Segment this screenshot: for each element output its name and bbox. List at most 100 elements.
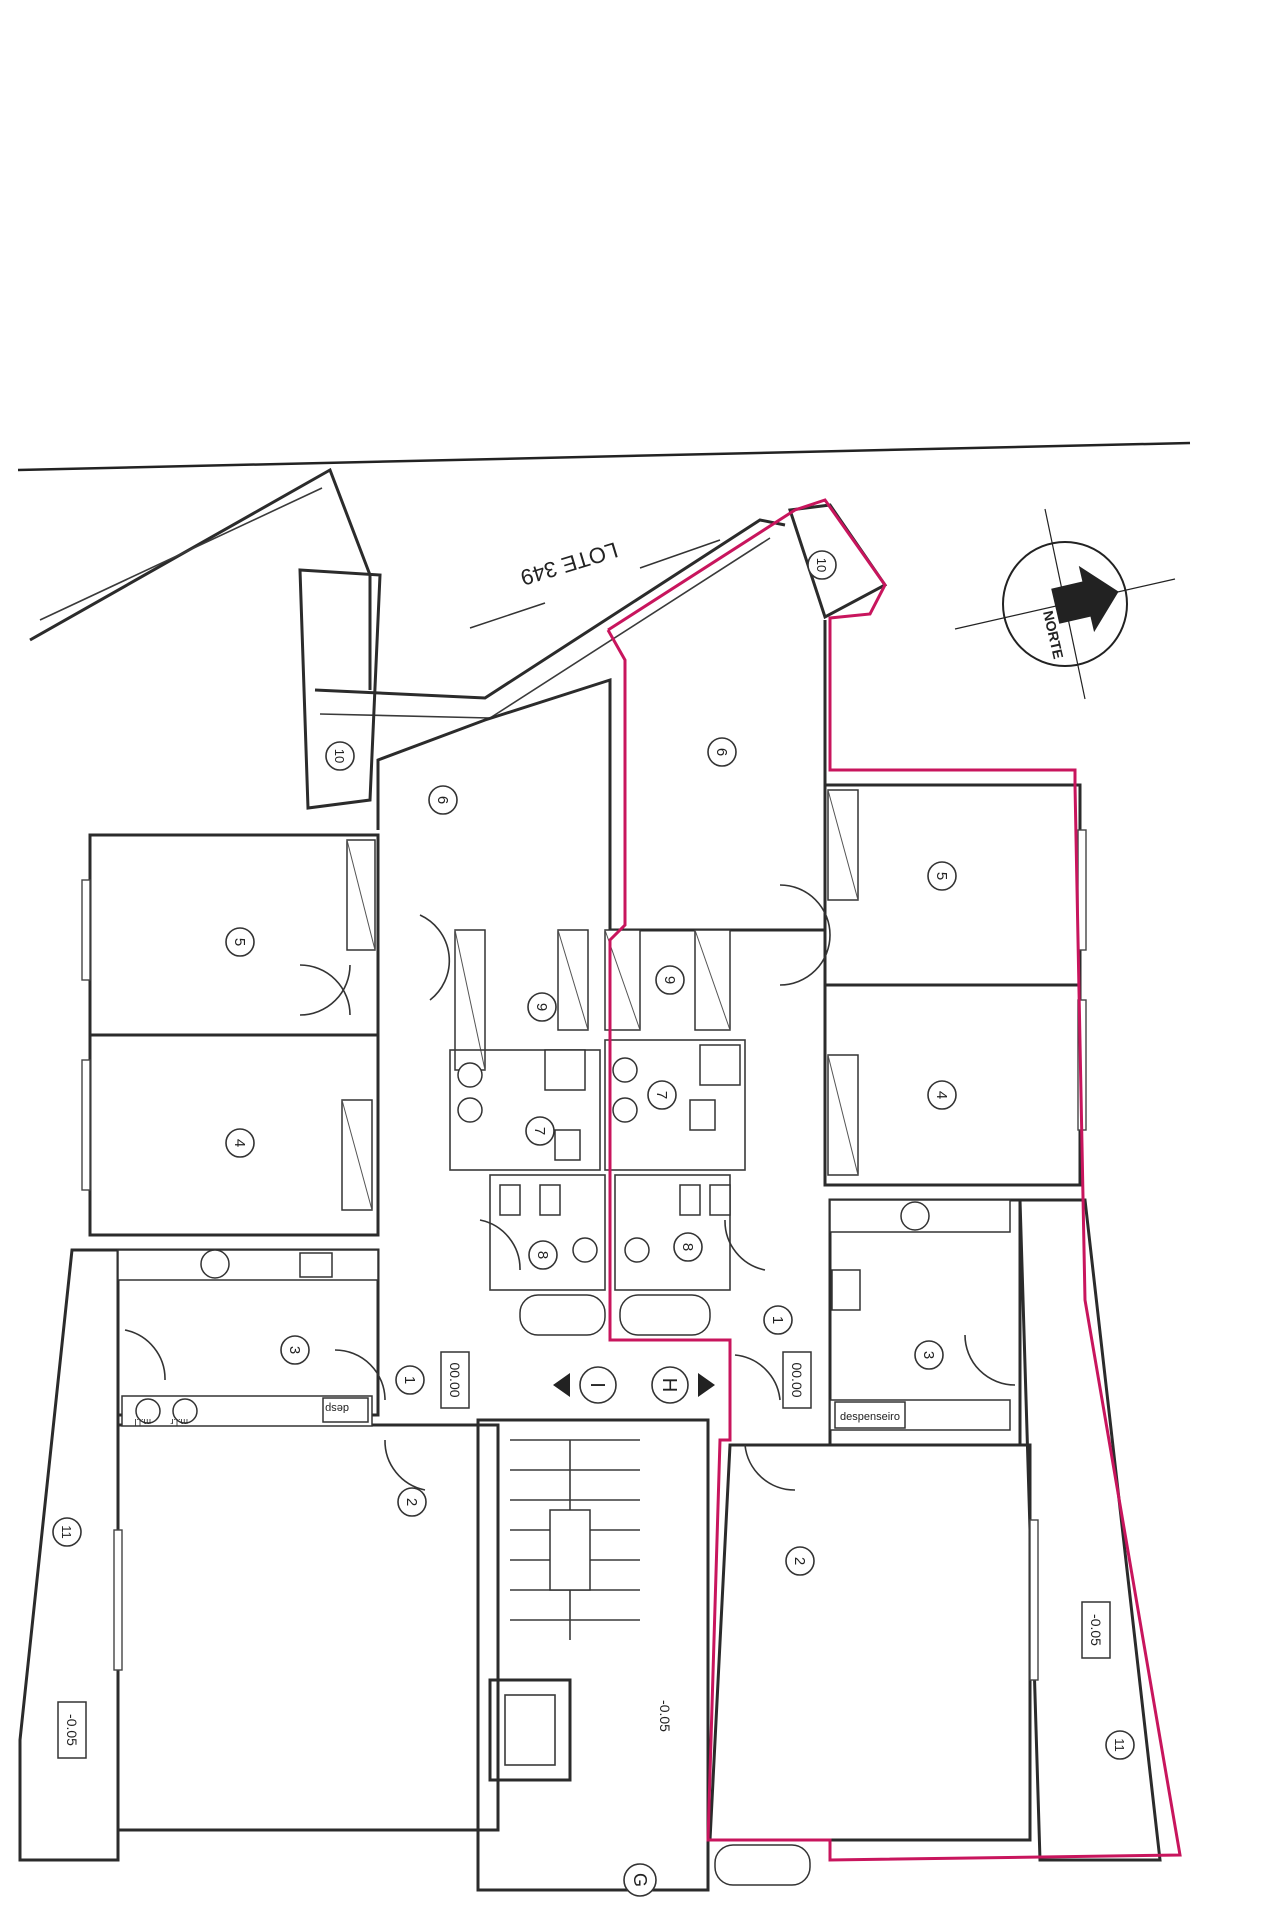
room-label-3b: 3 <box>920 1351 937 1359</box>
room-label-7a: 7 <box>531 1127 548 1135</box>
right-shower <box>699 1044 741 1086</box>
left-dryer <box>172 1398 198 1424</box>
left-bath-7 <box>449 1049 601 1171</box>
left-door-bath <box>479 1219 521 1271</box>
room-label-10a: 10 <box>332 749 347 763</box>
left-sink-1 <box>457 1062 483 1088</box>
right-window-3 <box>1029 1519 1039 1681</box>
level-label-4: -0.05 <box>657 1700 673 1732</box>
left-washing-machine <box>135 1398 161 1424</box>
top-diagonal-wall <box>314 518 786 700</box>
left-bidet <box>499 1184 521 1216</box>
left-unit-hall-6 <box>376 677 612 930</box>
right-door-entry <box>734 1354 781 1401</box>
room-label-9a: 9 <box>533 1003 550 1011</box>
room-label-5a: 5 <box>231 938 248 946</box>
level-labels: 00.00 00.00 -0.05 -0.05 -0.05 <box>57 1351 1111 1759</box>
neighbour-wall <box>29 467 372 690</box>
appliance-label-2: m.l.r <box>171 1417 189 1427</box>
stair-label-h: H <box>651 1366 715 1404</box>
balcony-left-10 <box>298 568 382 810</box>
right-wc <box>709 1184 731 1216</box>
lift-car <box>504 1694 556 1766</box>
room-label-4a: 4 <box>231 1139 248 1147</box>
right-door-4 <box>779 934 831 986</box>
left-unit-living-2 <box>116 1423 500 1832</box>
neighbour-wall-inner <box>39 487 323 621</box>
room-label-8a: 8 <box>534 1251 551 1259</box>
left-door-4 <box>299 964 351 1016</box>
room-label-4b: 4 <box>933 1091 950 1099</box>
svg-text:G: G <box>630 1873 650 1887</box>
bottom-bathtub <box>714 1844 811 1886</box>
level-label-5: -0.05 <box>1088 1614 1104 1646</box>
left-bathtub <box>519 1294 606 1336</box>
left-window-3 <box>113 1529 123 1671</box>
left-bath-8-sink <box>572 1237 598 1263</box>
right-hob <box>831 1269 861 1311</box>
level-label-3: -0.05 <box>64 1714 80 1746</box>
lot-dash-left <box>469 602 546 629</box>
right-bath-8-sink <box>624 1237 650 1263</box>
right-unit-hall-6 <box>608 620 827 932</box>
left-kitchen-counter <box>117 1249 379 1281</box>
room-label-2a: 2 <box>403 1498 420 1506</box>
room-label-11a: 11 <box>59 1525 74 1539</box>
right-unit-living-2 <box>708 1443 1032 1842</box>
room-label-6a: 6 <box>434 796 451 804</box>
room-label-5b: 5 <box>933 872 950 880</box>
svg-text:I: I <box>586 1382 608 1388</box>
room-label-3a: 3 <box>286 1346 303 1354</box>
left-window-1 <box>81 879 91 981</box>
left-sink-2 <box>457 1097 483 1123</box>
room-label-11b: 11 <box>1112 1738 1127 1752</box>
left-pantry <box>322 1397 369 1423</box>
level-label-2: 00.00 <box>789 1362 805 1397</box>
stair-label-i: I <box>553 1366 617 1404</box>
right-pantry <box>834 1401 906 1429</box>
right-sink-1 <box>612 1057 638 1083</box>
lot-label: LOTE 349 <box>518 537 621 590</box>
right-door-living <box>744 1444 796 1491</box>
left-wc <box>539 1184 561 1216</box>
left-door-5 <box>299 964 351 1016</box>
stair-void <box>549 1509 591 1591</box>
room-label-1a: 1 <box>401 1376 418 1384</box>
right-bathtub <box>619 1294 711 1336</box>
left-door-living <box>384 1439 426 1491</box>
left-window-2 <box>81 1059 91 1191</box>
room-label-9b: 9 <box>661 976 678 984</box>
lot-dash-right <box>639 539 721 569</box>
left-unit-terrace-11 <box>18 1248 120 1862</box>
right-door-bath <box>724 1219 766 1271</box>
svg-text:H: H <box>658 1378 680 1392</box>
lift-shaft <box>488 1678 572 1782</box>
left-door-hall <box>419 914 451 1001</box>
right-bidet <box>679 1184 701 1216</box>
stair-label-g: G <box>623 1863 657 1897</box>
north-arrow: NORTE <box>954 508 1176 700</box>
right-bath-8 <box>614 1174 731 1291</box>
property-line <box>17 441 1191 472</box>
pantry-label-right: despenseiro <box>840 1411 900 1423</box>
level-label-1: 00.00 <box>447 1362 463 1397</box>
right-bath-7-wc <box>689 1099 716 1131</box>
room-label-1b: 1 <box>769 1316 786 1324</box>
right-unit-terrace-11 <box>1018 1198 1162 1862</box>
appliance-label-1: m.l.l <box>135 1417 152 1427</box>
room-label-7b: 7 <box>653 1091 670 1099</box>
left-shower <box>544 1049 586 1091</box>
right-door-kitchen <box>964 1334 1016 1386</box>
right-door-5 <box>779 884 831 936</box>
room-label-6b: 6 <box>713 748 730 756</box>
left-door-kitchen <box>124 1329 166 1381</box>
left-hob <box>299 1252 333 1278</box>
right-kitchen-sink <box>900 1201 930 1231</box>
room-labels: 5 4 3 1 2 6 9 7 8 10 11 6 9 7 8 5 4 3 1 … <box>52 550 1135 1760</box>
room-label-8b: 8 <box>679 1243 696 1251</box>
left-kitchen-sink <box>200 1249 230 1279</box>
left-bath-7-wc <box>554 1129 581 1161</box>
room-label-2b: 2 <box>791 1557 808 1565</box>
balcony-right-10 <box>788 503 888 620</box>
